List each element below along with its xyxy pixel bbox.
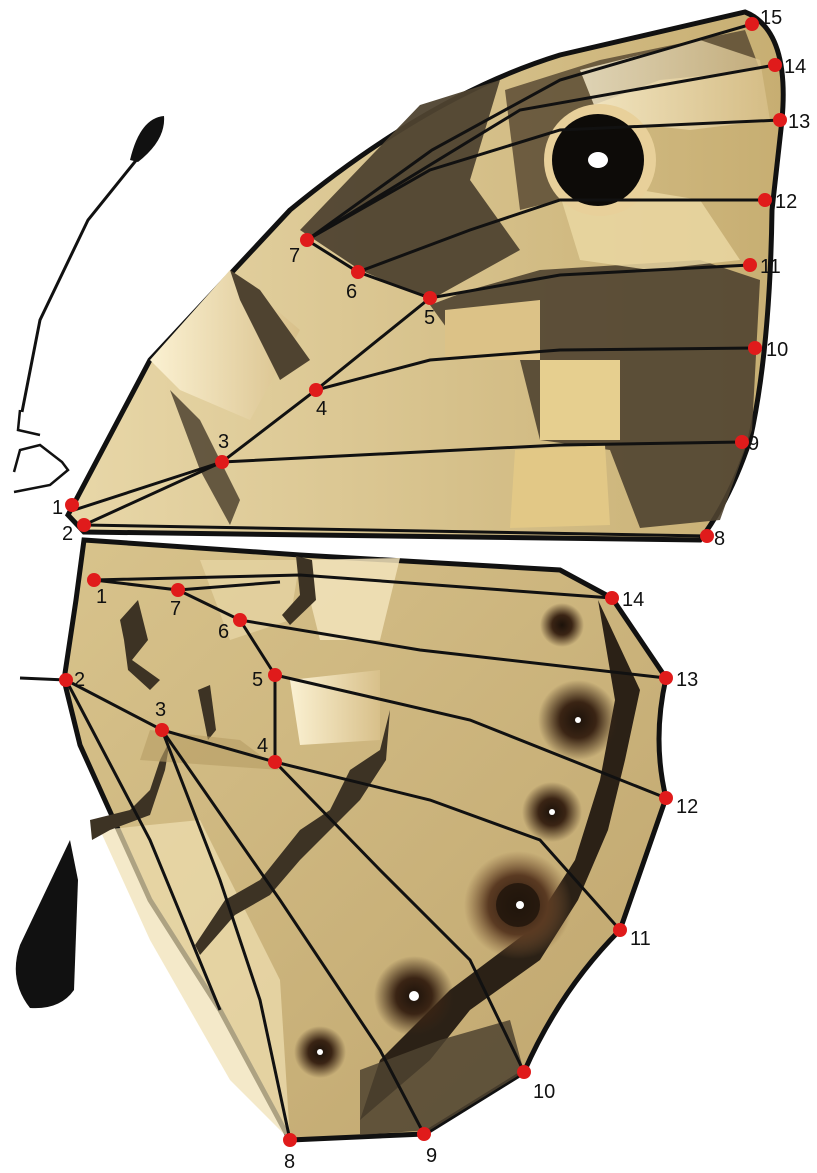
fw-landmark-point bbox=[748, 341, 762, 355]
hw-landmark-point bbox=[659, 671, 673, 685]
fw-landmark-label: 3 bbox=[218, 431, 229, 453]
fw-landmark-label: 1 bbox=[52, 497, 63, 519]
fw-landmark-point bbox=[735, 435, 749, 449]
hw-landmark-point bbox=[268, 755, 282, 769]
fw-landmark-point bbox=[758, 193, 772, 207]
hw-landmark-point bbox=[268, 668, 282, 682]
fw-landmark-label: 11 bbox=[760, 256, 781, 278]
hw-landmark-point bbox=[605, 591, 619, 605]
fw-landmark-point bbox=[423, 291, 437, 305]
hw-landmark-point bbox=[155, 723, 169, 737]
fw-landmark-label: 13 bbox=[788, 111, 810, 133]
fw-landmark-point bbox=[773, 113, 787, 127]
hw-landmark-point bbox=[59, 673, 73, 687]
hw-landmark-label: 10 bbox=[533, 1081, 555, 1103]
hw-landmark-label: 14 bbox=[622, 589, 644, 611]
hw-landmark-point bbox=[283, 1133, 297, 1147]
hw-landmark-label: 5 bbox=[252, 669, 263, 691]
fw-landmark-label: 15 bbox=[760, 7, 782, 29]
hw-landmark-label: 8 bbox=[284, 1151, 295, 1173]
hw-landmark-point bbox=[517, 1065, 531, 1079]
fw-landmark-label: 14 bbox=[784, 56, 806, 78]
hw-landmark-point bbox=[417, 1127, 431, 1141]
hw-landmark-point bbox=[613, 923, 627, 937]
hindwing bbox=[16, 540, 666, 1140]
fw-landmark-label: 7 bbox=[289, 245, 300, 267]
fw-landmark-point bbox=[351, 265, 365, 279]
hw-landmark-label: 2 bbox=[74, 669, 85, 691]
fw-landmark-label: 9 bbox=[748, 433, 759, 455]
hw-landmark-label: 6 bbox=[218, 621, 229, 643]
fw-landmark-point bbox=[309, 383, 323, 397]
hw-landmark-label: 13 bbox=[676, 669, 698, 691]
hw-landmark-label: 7 bbox=[170, 598, 181, 620]
fw-landmark-point bbox=[768, 58, 782, 72]
forewing bbox=[68, 12, 783, 540]
hw-landmark-point bbox=[233, 613, 247, 627]
fw-landmark-point bbox=[215, 455, 229, 469]
fw-landmark-point bbox=[700, 529, 714, 543]
hw-landmark-label: 12 bbox=[676, 796, 698, 818]
fw-landmark-point bbox=[743, 258, 757, 272]
fw-landmark-label: 10 bbox=[766, 339, 788, 361]
fw-landmark-point bbox=[745, 17, 759, 31]
fw-landmark-label: 4 bbox=[316, 398, 327, 420]
fw-landmark-label: 12 bbox=[775, 191, 797, 213]
fw-landmark-label: 6 bbox=[346, 281, 357, 303]
hw-landmark-point bbox=[171, 583, 185, 597]
hw-landmark-label: 3 bbox=[155, 699, 166, 721]
fw-landmark-label: 5 bbox=[424, 307, 435, 329]
fw-landmark-label: 8 bbox=[714, 528, 725, 550]
hw-landmark-label: 9 bbox=[426, 1145, 437, 1167]
hw-landmark-point bbox=[87, 573, 101, 587]
fw-landmark-point bbox=[65, 498, 79, 512]
hw-landmark-point bbox=[659, 791, 673, 805]
hw-landmark-label: 1 bbox=[96, 586, 107, 608]
fw-landmark-point bbox=[77, 518, 91, 532]
fw-landmark-point bbox=[300, 233, 314, 247]
body-silhouette bbox=[16, 840, 78, 1008]
fw-landmark-label: 2 bbox=[62, 523, 73, 545]
hw-landmark-label: 11 bbox=[630, 928, 651, 950]
hw-landmark-label: 4 bbox=[257, 735, 268, 757]
